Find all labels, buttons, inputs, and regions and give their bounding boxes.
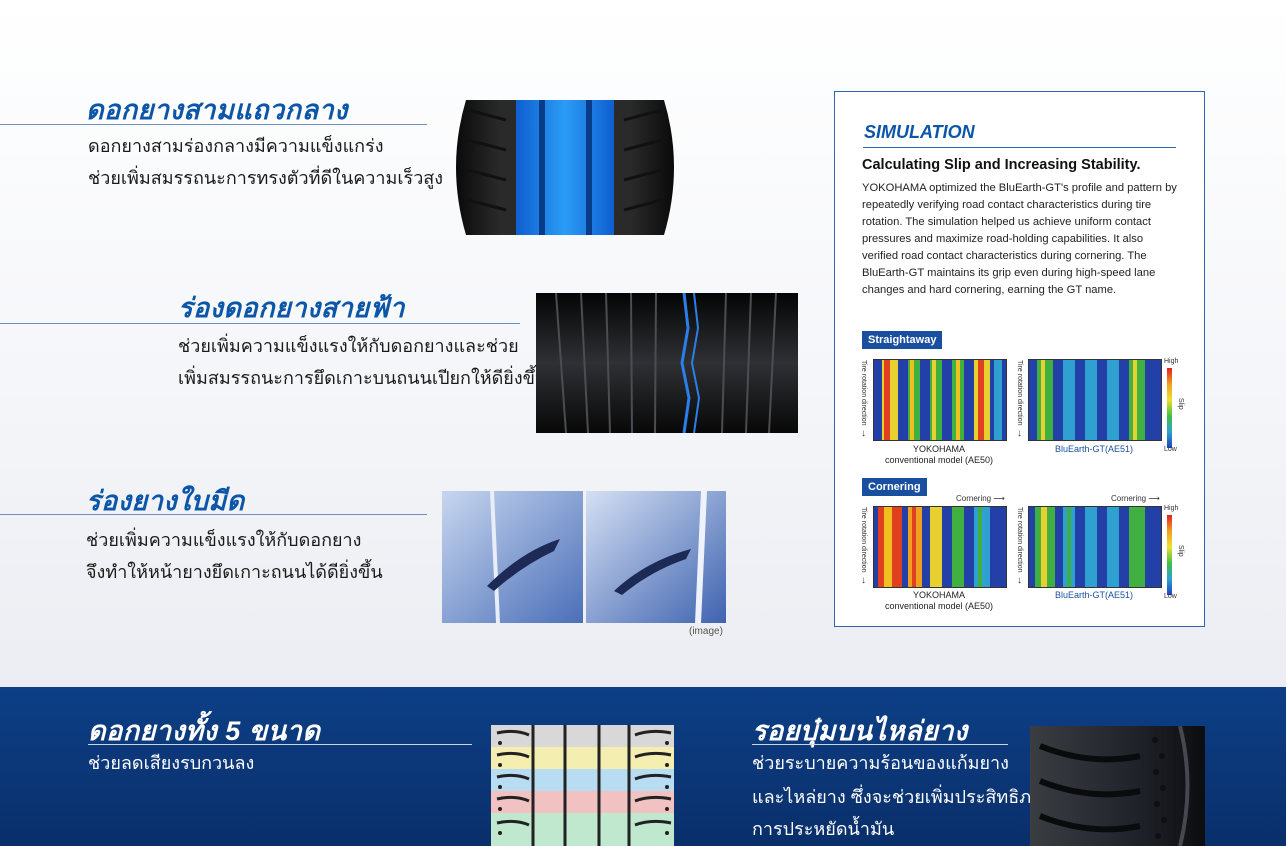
heatmap-conventional-cornering [873, 506, 1007, 588]
simulation-title: SIMULATION [864, 122, 975, 142]
feature-title-shoulder-dimple: รอยบุ๋มบนไหล่ยาง [752, 716, 968, 746]
feature-text-line: ช่วยเพิ่มความแข็งแรงให้กับดอกยางและช่วย [178, 336, 519, 356]
bottom-feature-band: ดอกยางทั้ง 5 ขนาด ช่วยลดเสียงรบกวนลง [0, 687, 1286, 846]
feature-title-lightning-groove: ร่องดอกยางสายฟ้า [178, 293, 405, 323]
feature-divider [88, 744, 472, 745]
feature-text-line: และไหล่ยาง ซึ่งจะช่วยเพิ่มประสิทธิภาพ [752, 787, 1054, 807]
shoulder-dimple-photo [1030, 726, 1205, 846]
feature-divider [0, 323, 520, 324]
feature-text-line: ช่วยเพิ่มสมรรถนะการทรงตัวที่ดีในความเร็ว… [88, 168, 444, 188]
feature-text-line: ดอกยางสามร่องกลางมีความแข็งแกร่ง [88, 136, 384, 156]
image-caption: (image) [689, 626, 723, 637]
simulation-panel: SIMULATION Calculating Slip and Increasi… [834, 91, 1205, 627]
simulation-body: YOKOHAMA optimized the BluEarth-GT's pro… [862, 182, 1177, 296]
cornering-arrow-label: Cornering ⟶ [1111, 494, 1160, 503]
feature-text-line: ช่วยลดเสียงรบกวนลง [88, 753, 255, 773]
tire-center-rib-photo [446, 100, 684, 235]
slip-scale-bar [1167, 368, 1172, 448]
rotation-direction-label: Tire rotation direction [1016, 507, 1023, 573]
model-caption-bluearth: BluEarth-GT(AE51) [1054, 444, 1134, 454]
five-pitch-pattern-diagram [491, 725, 674, 846]
scale-low-label: Low [1164, 446, 1177, 453]
simulation-heading: Calculating Slip and Increasing Stabilit… [862, 157, 1141, 173]
scale-name-label: Slip [1177, 545, 1184, 557]
model-caption-conventional: YOKOHAMA conventional model (AE50) [884, 590, 994, 611]
feature-text-line: ช่วยระบายความร้อนของแก้มยาง [752, 753, 1009, 773]
rotation-direction-label: Tire rotation direction [860, 360, 867, 426]
scale-low-label: Low [1164, 593, 1177, 600]
blade-sipe-render-right [586, 491, 726, 623]
model-caption-conventional: YOKOHAMA conventional model (AE50) [884, 444, 994, 465]
feature-divider [752, 744, 1008, 745]
feature-title-center-rib: ดอกยางสามแถวกลาง [86, 95, 348, 125]
cornering-arrow-label: Cornering ⟶ [956, 494, 1005, 503]
arrow-down-icon: ↓ [1017, 575, 1022, 586]
straightaway-tag: Straightaway [862, 331, 943, 349]
heatmap-bluearth-straight [1028, 359, 1162, 441]
scale-high-label: High [1164, 358, 1179, 365]
feature-title-blade-sipe: ร่องยางใบมีด [86, 486, 245, 516]
tire-lightning-groove-photo [536, 293, 798, 433]
blade-sipe-render-left [442, 491, 583, 623]
feature-title-five-pitch: ดอกยางทั้ง 5 ขนาด [88, 716, 321, 746]
scale-high-label: High [1164, 505, 1179, 512]
slip-scale-bar [1167, 515, 1172, 595]
model-caption-bluearth: BluEarth-GT(AE51) [1054, 590, 1134, 600]
feature-text-line: เพิ่มสมรรถนะการยึดเกาะบนถนนเปียกให้ดียิ่… [178, 368, 548, 388]
feature-text-line: ช่วยเพิ่มความแข็งแรงให้กับดอกยาง [86, 530, 362, 550]
arrow-down-icon: ↓ [1017, 428, 1022, 439]
arrow-down-icon: ↓ [861, 428, 866, 439]
simulation-divider [863, 147, 1176, 148]
heatmap-bluearth-cornering [1028, 506, 1162, 588]
feature-text-line: การประหยัดน้ำมัน [752, 819, 895, 839]
feature-divider [0, 514, 427, 515]
scale-name-label: Slip [1177, 398, 1184, 410]
rotation-direction-label: Tire rotation direction [1016, 360, 1023, 426]
feature-divider [0, 124, 427, 125]
arrow-down-icon: ↓ [861, 575, 866, 586]
heatmap-conventional-straight [873, 359, 1007, 441]
cornering-tag: Cornering [862, 478, 927, 496]
rotation-direction-label: Tire rotation direction [860, 507, 867, 573]
feature-text-line: จึงทำให้หน้ายางยึดเกาะถนนได้ดียิ่งขึ้น [86, 562, 383, 582]
